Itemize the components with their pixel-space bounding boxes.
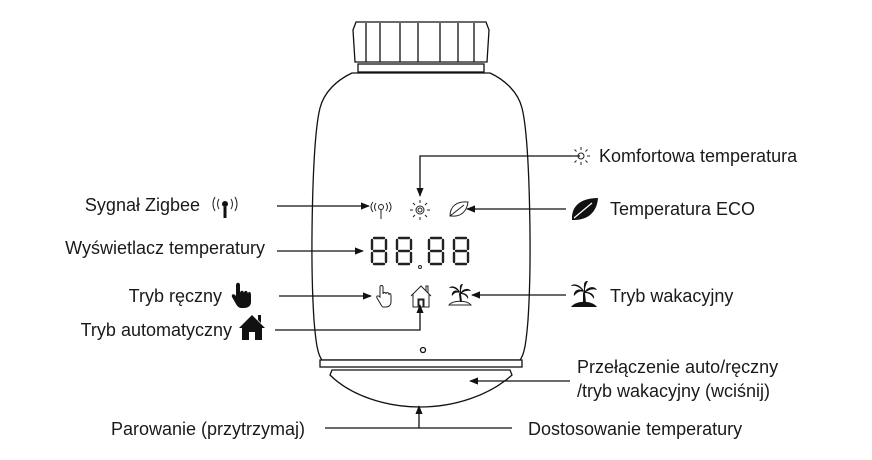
lcd-digit [452, 236, 470, 266]
lcd-digit [427, 236, 445, 266]
label-holiday-mode: Tryb wakacyjny [610, 286, 733, 306]
label-eco-temperature: Temperatura ECO [610, 199, 755, 219]
label-switch-line1: Przełączenie auto/ręczny [577, 357, 778, 377]
thermostat-device [311, 21, 531, 408]
decimal-point [418, 265, 422, 269]
signal-icon [370, 201, 392, 219]
leaf-icon [571, 198, 598, 220]
label-switch-line2: /tryb wakacyjny (wciśnij) [577, 381, 770, 401]
house-icon [239, 315, 265, 340]
hand-icon [231, 282, 251, 308]
sun-icon [572, 147, 590, 165]
led-indicator [419, 346, 427, 354]
knob-arrow [325, 406, 512, 429]
sun-icon [410, 200, 430, 220]
cap [352, 21, 490, 73]
leaf-icon [449, 201, 469, 217]
comfort-arrow [416, 155, 580, 197]
palm-tree-icon [447, 284, 473, 306]
signal-icon [212, 196, 238, 218]
auto-arrow [275, 304, 424, 331]
palm-tree-icon [571, 281, 597, 307]
label-pairing: Parowanie (przytrzymaj) [111, 419, 305, 439]
seven-segment-display [370, 236, 470, 266]
label-zigbee-signal: Sygnał Zigbee [85, 195, 200, 215]
leader-lines [275, 155, 580, 429]
label-auto-mode: Tryb automatyczny [81, 320, 232, 340]
label-manual-mode: Tryb ręczny [129, 286, 222, 306]
adjust-knob[interactable] [329, 369, 513, 408]
label-temperature-display: Wyświetlacz temperatury [65, 238, 265, 258]
body [311, 72, 531, 361]
label-adjust-temperature: Dostosowanie temperatury [528, 419, 742, 439]
lcd-digit [370, 236, 388, 266]
lcd-digit [395, 236, 413, 266]
hand-icon [376, 285, 392, 308]
label-comfort-temperature: Komfortowa temperatura [599, 146, 798, 166]
base-ring [319, 359, 523, 368]
